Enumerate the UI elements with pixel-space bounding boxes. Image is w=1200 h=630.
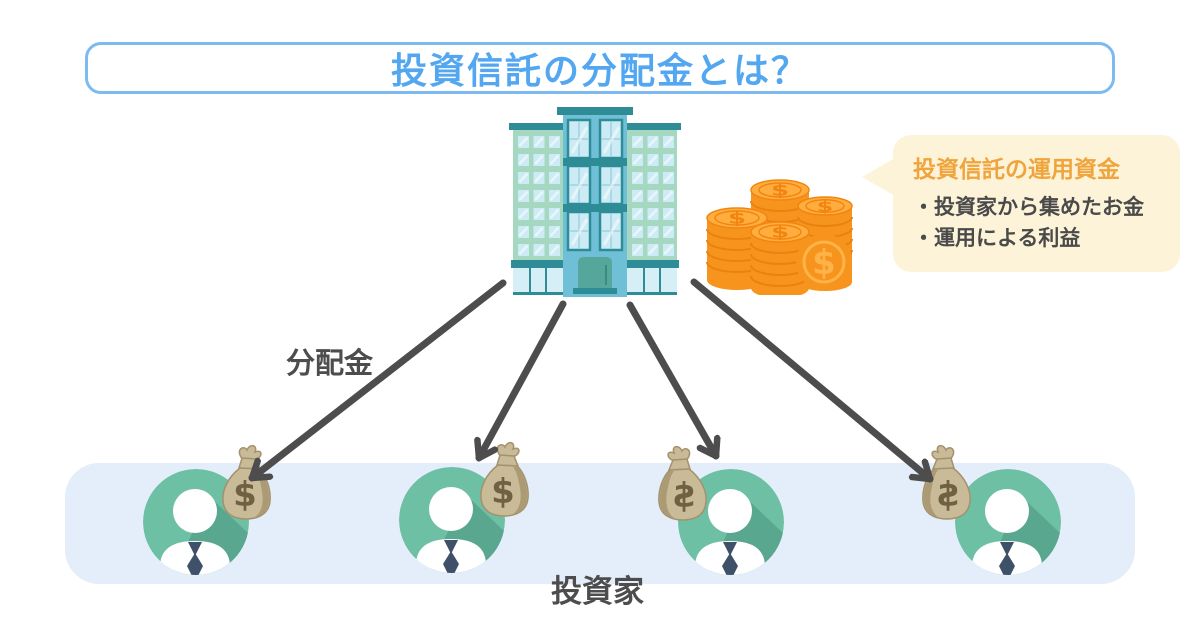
svg-text:$: $ <box>771 224 789 242</box>
fund-building-icon <box>509 107 681 297</box>
svg-text:$: $ <box>728 210 746 228</box>
arrow-to-investor-2 <box>479 300 567 462</box>
callout-title: 投資信託の運用資金 <box>913 157 1120 183</box>
fund-assets-callout: 投資信託の運用資金 ・投資家から集めたお金 ・運用による利益 <box>862 135 1180 272</box>
money-coins-icon: $ $ $ <box>706 179 853 295</box>
page-title: 投資信託の分配金とは？ <box>390 51 809 92</box>
distribution-label: 分配金 <box>286 346 374 380</box>
investors-label: 投資家 <box>551 574 644 610</box>
money-bag-icon <box>219 444 273 520</box>
callout-tail <box>862 158 895 196</box>
svg-text:$: $ <box>812 243 836 283</box>
callout-item-1: ・投資家から集めたお金 <box>913 195 1144 219</box>
callout-item-2: ・運用による利益 <box>913 226 1081 250</box>
svg-text:$: $ <box>771 182 789 200</box>
arrow-to-investor-3 <box>626 301 716 460</box>
money-bag-icon <box>656 445 710 521</box>
money-bag-icon <box>920 444 974 520</box>
money-bag-icon <box>477 441 531 517</box>
svg-text:$: $ <box>817 198 834 215</box>
title-banner: 投資信託の分配金とは？ <box>85 42 1115 94</box>
arrow-to-investor-4 <box>690 278 934 483</box>
